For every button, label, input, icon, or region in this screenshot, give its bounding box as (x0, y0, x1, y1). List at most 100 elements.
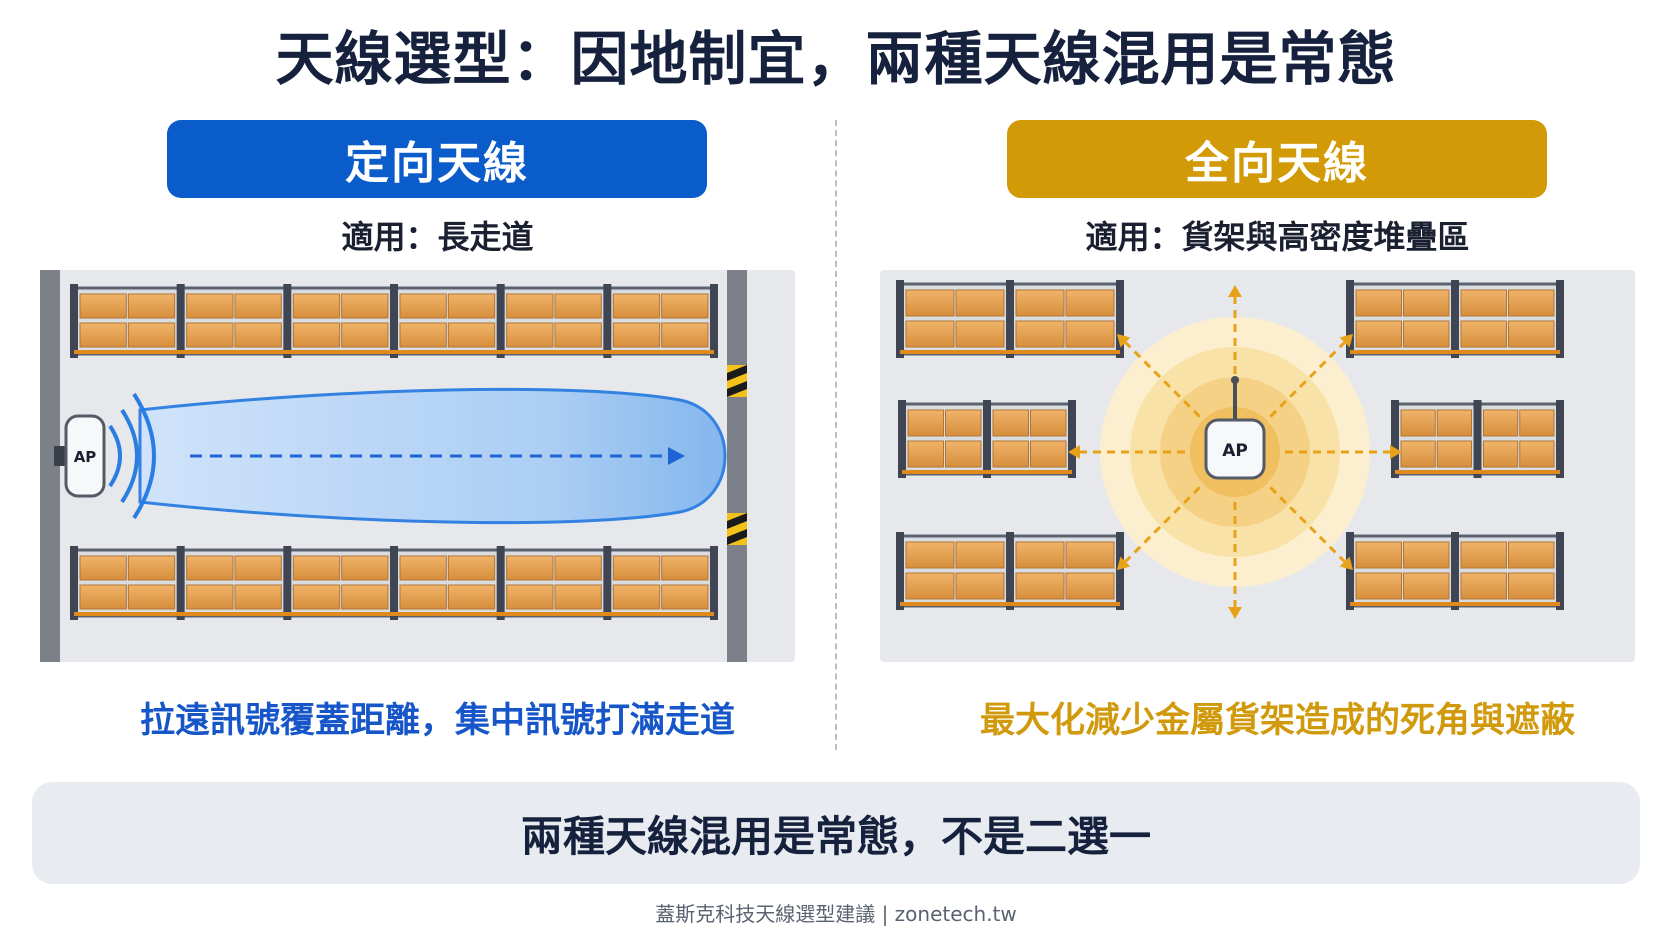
arrow-head-icon (1228, 285, 1242, 297)
hazard-stripe-bottom (727, 513, 747, 545)
cargo-box (447, 584, 496, 610)
directional-ap-device (64, 414, 106, 498)
corridor-shelving (70, 284, 718, 620)
cargo-box (905, 320, 955, 348)
shelf-post (496, 284, 505, 358)
cargo-box (955, 289, 1005, 317)
shelf-post (1451, 280, 1459, 358)
cargo-box (612, 322, 661, 348)
shelf-beam (900, 602, 1120, 606)
cargo-box (1508, 320, 1555, 348)
cargo-box (1355, 541, 1402, 569)
shelf-post (1006, 532, 1014, 610)
shelf-post (603, 284, 612, 358)
footer-credit: 蓋斯克科技天線選型建議 | zonetech.tw (655, 902, 1017, 926)
cargo-box (186, 322, 234, 348)
cargo-box (447, 322, 496, 348)
shelf-post (710, 546, 718, 620)
cargo-box (447, 293, 496, 319)
cargo-box (186, 555, 234, 581)
page-title: 天線選型：因地制宜，兩種天線混用是常態 (275, 25, 1397, 93)
shelf-post (1556, 532, 1564, 610)
radiating-arrow (1269, 486, 1346, 563)
cargo-box (1065, 541, 1115, 569)
cargo-box (955, 541, 1005, 569)
corridor-svg: AP (40, 270, 747, 662)
shelf-unit (70, 284, 718, 358)
cargo-box (661, 293, 709, 319)
cargo-box (341, 322, 389, 348)
cargo-box (186, 584, 234, 610)
cargo-box (1065, 320, 1115, 348)
cargo-box (1508, 541, 1555, 569)
center-divider (835, 120, 837, 750)
cargo-box (292, 555, 341, 581)
arrow-head-icon (1228, 607, 1242, 619)
cargo-box (399, 584, 447, 610)
antenna-tip (1231, 376, 1239, 384)
shelf-post (1556, 280, 1564, 358)
arrow-head-icon (1339, 556, 1354, 571)
cargo-box (506, 584, 554, 610)
radiating-arrow (1269, 341, 1346, 418)
cargo-box (1403, 289, 1450, 317)
shelf-post (70, 546, 78, 620)
cargo-box (992, 409, 1029, 437)
shelf-post (176, 284, 185, 358)
cargo-box (1065, 572, 1115, 600)
cargo-box (506, 293, 554, 319)
cargo-box (907, 440, 944, 468)
shelf-unit (70, 546, 718, 620)
shelf-unit (896, 532, 1124, 610)
cargo-box (341, 584, 389, 610)
cargo-box (1483, 440, 1519, 468)
cargo-box (1483, 409, 1519, 437)
arrow-head-icon (1068, 445, 1080, 459)
shelf-post (1391, 400, 1399, 478)
cargo-box (1519, 409, 1555, 437)
shelf-unit (896, 280, 1124, 358)
shelf-beam (1350, 350, 1560, 354)
cargo-box (945, 440, 982, 468)
cargo-box (1400, 440, 1436, 468)
cargo-box (905, 572, 955, 600)
cargo-box (1460, 320, 1507, 348)
shelf-post (710, 284, 718, 358)
shelf-beam (902, 470, 1072, 474)
shelf-post (1006, 280, 1014, 358)
cargo-box (127, 293, 176, 319)
arrow-head-icon (1390, 445, 1402, 459)
cargo-box (1015, 572, 1065, 600)
shelf-beam (1395, 470, 1560, 474)
shelf-unit (1391, 400, 1564, 478)
cargo-box (79, 555, 127, 581)
cargo-box (79, 322, 127, 348)
cargo-box (292, 584, 341, 610)
shelf-post (896, 532, 904, 610)
cargo-box (1403, 320, 1450, 348)
cargo-box (1460, 572, 1507, 600)
cargo-box (554, 322, 602, 348)
left-wall (40, 270, 60, 662)
cargo-box (1030, 440, 1067, 468)
cargo-box (554, 584, 602, 610)
cargo-box (399, 293, 447, 319)
omni-use-case: 適用：貨架與高密度堆疊區 (1085, 218, 1470, 256)
cargo-box (399, 555, 447, 581)
radiating-arrows (1068, 285, 1402, 619)
cargo-box (292, 293, 341, 319)
shelf-post (496, 546, 505, 620)
shelf-unit (1346, 280, 1564, 358)
shelf-post (283, 546, 292, 620)
cargo-box (506, 322, 554, 348)
shelf-post (1116, 532, 1124, 610)
shelf-unit (1346, 532, 1564, 610)
shelf-post (603, 546, 612, 620)
shelf-beam (900, 350, 1120, 354)
cargo-box (907, 409, 944, 437)
hazard-stripe-top (727, 365, 747, 397)
cargo-box (234, 322, 282, 348)
key-message: 兩種天線混用是常態，不是二選一 (520, 811, 1151, 861)
shelf-post (283, 284, 292, 358)
shelf-post (896, 280, 904, 358)
